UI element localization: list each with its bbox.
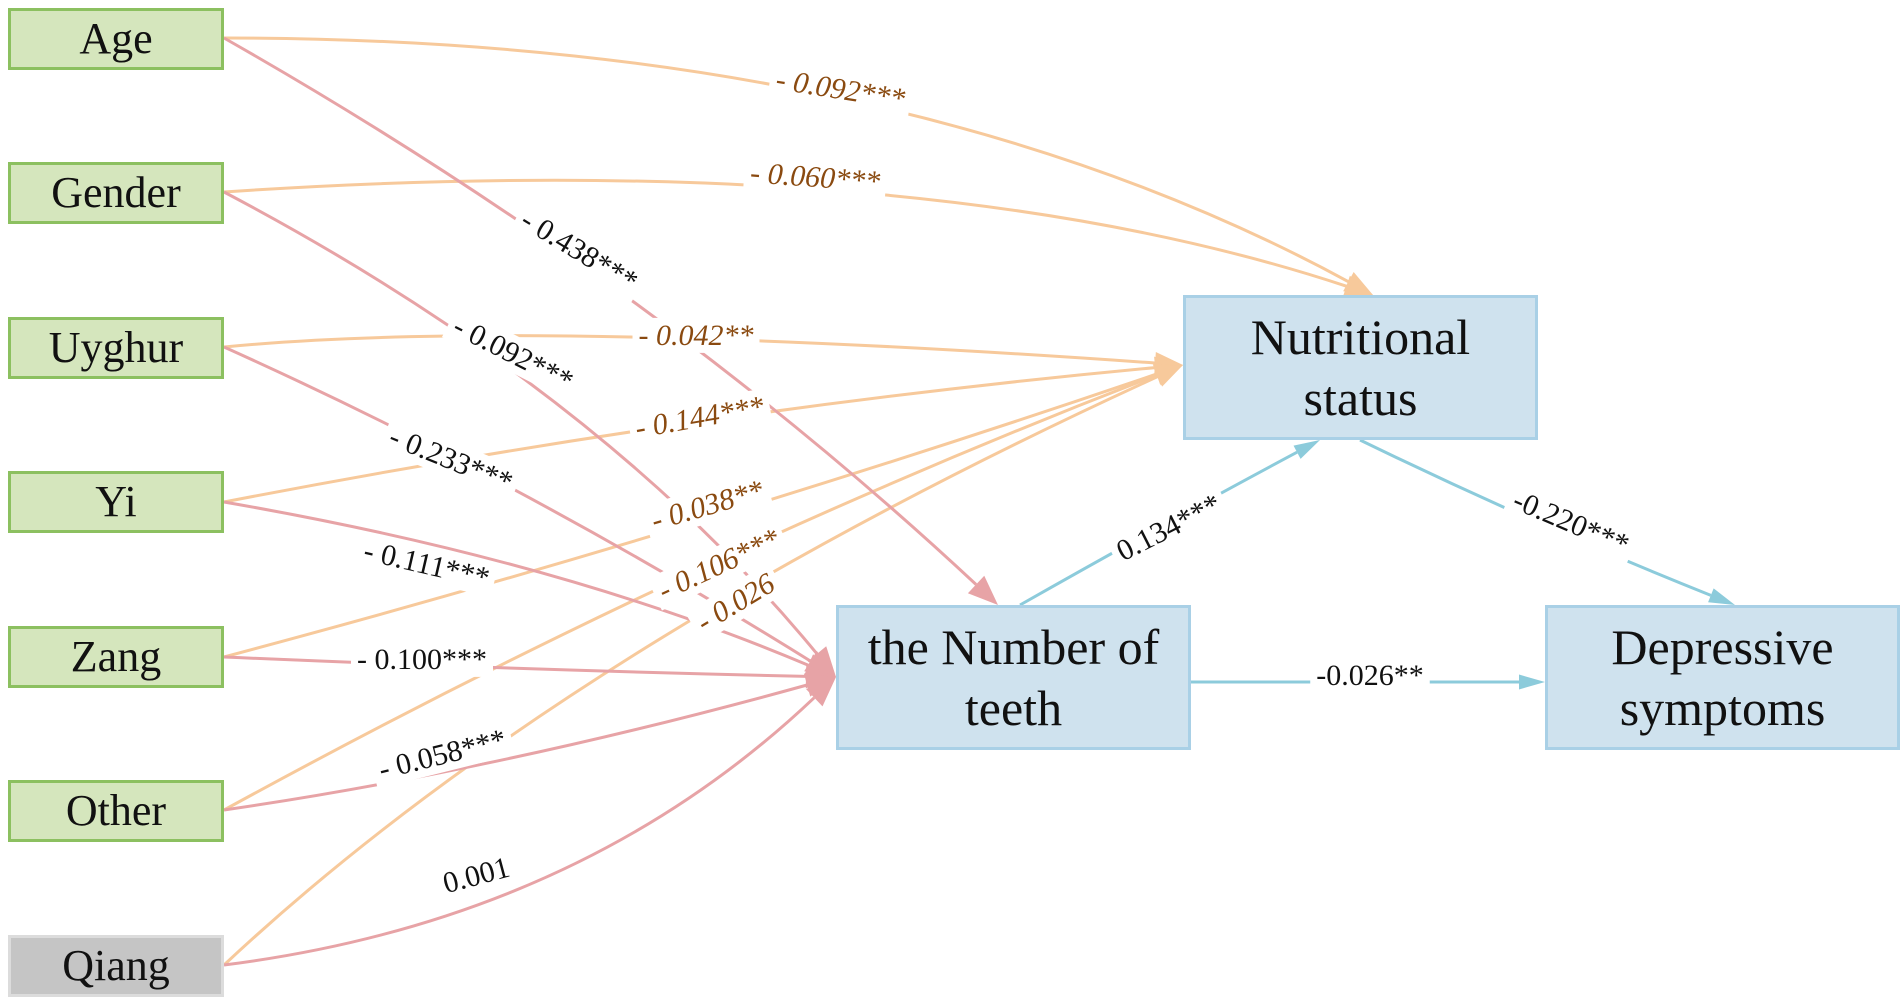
node-qiang: Qiang bbox=[8, 935, 224, 997]
node-qiang-label: Qiang bbox=[62, 941, 170, 991]
node-depression-label: Depressive symptoms bbox=[1611, 618, 1834, 736]
edge-labels: - 0.092***- 0.060***- 0.042**- 0.144***-… bbox=[357, 63, 1634, 900]
label-background bbox=[509, 199, 650, 303]
coefficient-label-teeth-to-nutrition: 0.134*** bbox=[1111, 487, 1226, 567]
label-background bbox=[685, 562, 787, 643]
arrowhead-teeth-to-nutrition bbox=[1293, 440, 1320, 459]
node-teeth: the Number of teeth bbox=[836, 605, 1191, 750]
coefficient-label-age-to-teeth: - 0.438*** bbox=[515, 203, 643, 298]
arrowhead-qiang-to-nutrition bbox=[1152, 365, 1183, 387]
node-zang-label: Zang bbox=[70, 632, 162, 682]
node-gender: Gender bbox=[8, 162, 224, 224]
node-teeth-label: the Number of teeth bbox=[867, 618, 1160, 736]
coefficient-label-uyghur-to-nutrition: - 0.042** bbox=[639, 319, 754, 352]
label-background bbox=[743, 154, 888, 200]
node-age-label: Age bbox=[79, 14, 153, 64]
edge-yi-to-teeth bbox=[223, 500, 809, 667]
edge-age-to-teeth bbox=[223, 36, 978, 586]
label-background bbox=[641, 471, 774, 540]
label-background bbox=[1105, 483, 1233, 572]
arrowhead-age-to-teeth bbox=[967, 575, 998, 605]
coefficient-label-yi-to-nutrition: - 0.144*** bbox=[633, 390, 767, 445]
node-uyghur-label: Uyghur bbox=[48, 323, 184, 373]
label-background bbox=[626, 387, 773, 447]
edge-uyghur-to-nutrition bbox=[223, 334, 1156, 365]
edge-qiang-to-teeth bbox=[223, 696, 816, 967]
label-background bbox=[1502, 480, 1640, 565]
node-nutrition: Nutritional status bbox=[1183, 295, 1538, 440]
node-uyghur: Uyghur bbox=[8, 317, 224, 379]
label-background bbox=[441, 305, 585, 402]
label-backgrounds bbox=[351, 61, 1640, 903]
edge-other-to-teeth bbox=[223, 683, 808, 812]
coefficient-label-zang-to-nutrition: - 0.038** bbox=[647, 474, 767, 537]
coefficient-label-teeth-to-depression: -0.026** bbox=[1316, 659, 1424, 692]
node-depression: Depressive symptoms bbox=[1545, 605, 1900, 750]
arrowhead-teeth-to-depression bbox=[1519, 674, 1545, 690]
label-background bbox=[378, 416, 524, 503]
arrowhead-qiang-to-teeth bbox=[805, 677, 836, 707]
edge-arrows bbox=[803, 271, 1735, 707]
label-background bbox=[767, 61, 914, 118]
node-other: Other bbox=[8, 780, 224, 842]
edge-gender-to-nutrition bbox=[223, 178, 1347, 288]
coefficient-label-gender-to-teeth: - 0.092*** bbox=[448, 309, 579, 397]
coefficient-label-age-to-nutrition: - 0.092*** bbox=[774, 63, 908, 116]
label-background bbox=[632, 317, 760, 353]
label-background bbox=[647, 518, 791, 611]
label-background bbox=[369, 720, 516, 789]
label-background bbox=[433, 848, 520, 903]
coefficient-label-gender-to-nutrition: - 0.060*** bbox=[749, 156, 881, 198]
node-yi-label: Yi bbox=[95, 477, 137, 527]
label-background bbox=[354, 531, 499, 598]
arrowhead-nutrition-to-depression bbox=[1708, 588, 1735, 605]
arrowhead-gender-to-nutrition bbox=[1342, 275, 1373, 297]
node-nutrition-label: Nutritional status bbox=[1250, 308, 1471, 426]
coefficient-label-zang-to-teeth: - 0.100*** bbox=[357, 643, 487, 676]
edge-zang-to-teeth bbox=[223, 655, 807, 678]
node-age: Age bbox=[8, 8, 224, 70]
node-gender-label: Gender bbox=[51, 168, 181, 218]
node-yi: Yi bbox=[8, 471, 224, 533]
edge-lines bbox=[222, 36, 1712, 967]
node-other-label: Other bbox=[65, 786, 167, 836]
coefficient-label-other-to-teeth: - 0.058*** bbox=[375, 723, 509, 786]
label-background bbox=[351, 641, 493, 677]
node-zang: Zang bbox=[8, 626, 224, 688]
edge-qiang-to-nutrition bbox=[222, 375, 1159, 967]
label-background bbox=[1310, 657, 1430, 693]
